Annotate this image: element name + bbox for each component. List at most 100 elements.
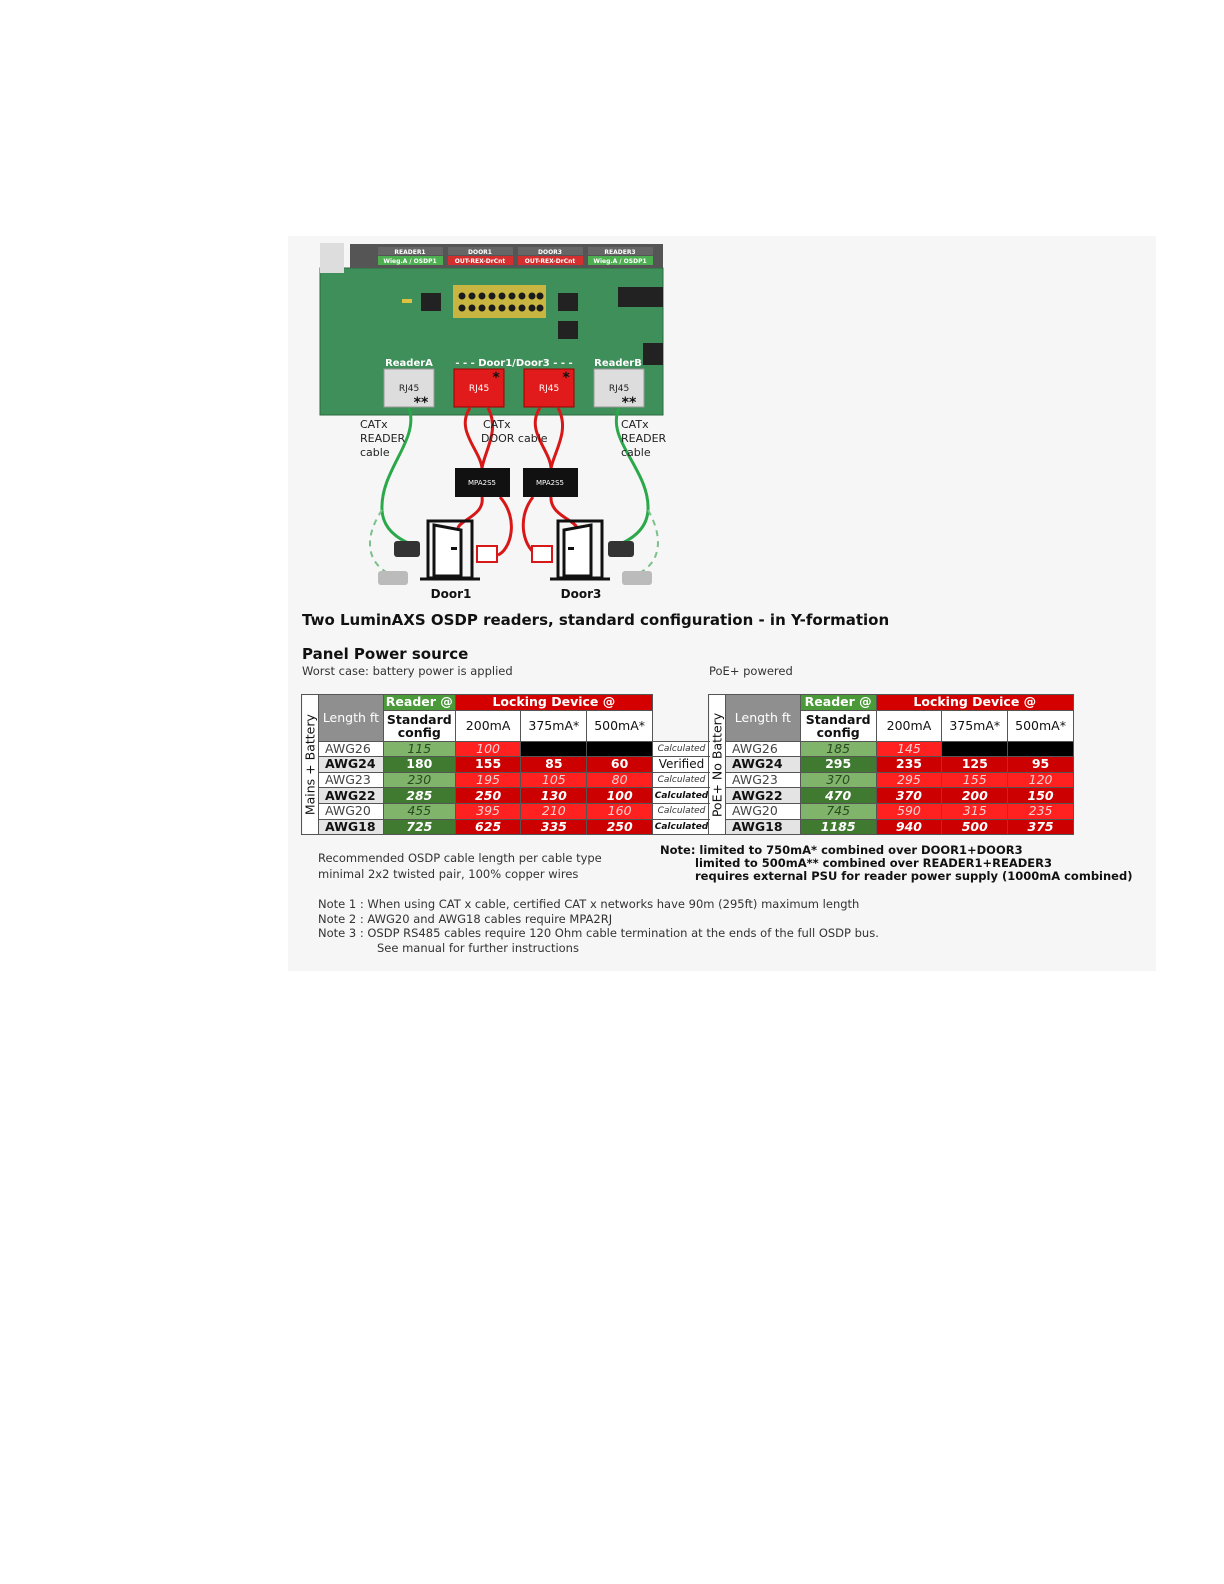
side-label-left: Mains + Battery <box>301 694 319 835</box>
power-note-3: requires external PSU for reader power s… <box>695 869 1133 883</box>
lock-header-right: Locking Device @ <box>875 694 1075 711</box>
reader-cell: 745 <box>799 802 877 820</box>
status-cell: Calculated <box>652 802 711 820</box>
header-pins <box>402 287 663 365</box>
note-3: Note 3 : OSDP RS485 cables require 120 O… <box>318 926 879 940</box>
cat-reader-left-1: CATx <box>360 418 388 431</box>
lock500-cell: 120 <box>1007 771 1074 789</box>
mpa-label-2: MPA2S5 <box>536 479 564 487</box>
reader-cell: 185 <box>799 740 877 758</box>
lock500-cell: 235 <box>1007 802 1074 820</box>
status-cell: Calculated <box>652 818 711 836</box>
mpa-label-1: MPA2S5 <box>468 479 496 487</box>
reader-cables <box>380 407 650 547</box>
lock500-cell: 375 <box>1007 818 1074 836</box>
ma200-header-left: 200mA <box>454 709 522 742</box>
gauge-cell: AWG22 <box>317 787 384 804</box>
cat-reader-right-3: cable <box>621 446 651 459</box>
status-cell: Calculated <box>652 740 711 758</box>
table-row: AWG18 725 625 335 250 Calculated <box>302 818 711 836</box>
note-2: Note 2 : AWG20 and AWG18 cables require … <box>318 912 613 926</box>
rj45-door1 <box>453 368 505 408</box>
gauge-cell: AWG24 <box>724 756 801 773</box>
door3-handle <box>568 547 574 550</box>
lock375-cell <box>941 740 1009 758</box>
lock375-cell: 500 <box>941 818 1009 836</box>
door-cables <box>456 407 579 557</box>
lock500-cell: 80 <box>586 771 653 789</box>
status-cell: Calculated <box>652 787 711 804</box>
note-3-continued: See manual for further instructions <box>377 941 579 955</box>
cat-reader-left-2: READER <box>360 432 406 445</box>
table-row: AWG23 370 295 155 120 <box>709 771 1074 789</box>
status-cell: Calculated <box>652 771 711 789</box>
reader-header-left: Reader @ <box>382 694 456 711</box>
reader-cell: 115 <box>382 740 456 758</box>
ma200-header-right: 200mA <box>875 709 943 742</box>
cat-reader-right-1: CATx <box>621 418 649 431</box>
lock375-cell: 315 <box>941 802 1009 820</box>
star-door3: * <box>562 370 570 386</box>
rj45-label-2: RJ45 <box>469 384 489 394</box>
length-header-left: Length ft <box>317 694 384 742</box>
length-header-right: Length ft <box>724 694 801 742</box>
lock375-cell <box>520 740 588 758</box>
door3-label: Door3 <box>561 587 602 601</box>
lock200-cell: 370 <box>875 787 943 804</box>
lock375-cell: 85 <box>520 756 588 773</box>
table-row: AWG26 115 100 Calculated <box>302 740 711 758</box>
lock500-cell <box>1007 740 1074 758</box>
reader-right-icon <box>608 541 634 557</box>
reader-cell: 455 <box>382 802 456 820</box>
door1-handle <box>451 547 457 550</box>
lock200-cell: 155 <box>454 756 522 773</box>
reader-cell: 180 <box>382 756 456 773</box>
gauge-cell: AWG26 <box>317 740 384 758</box>
lock500-cell: 250 <box>586 818 653 836</box>
star-door1: * <box>492 370 500 386</box>
cat-door-1: CATx <box>483 418 511 431</box>
cat-door-2: DOOR cable <box>481 432 548 445</box>
lock-right-icon <box>531 545 553 563</box>
terminal-label-1: READER1 <box>394 249 425 256</box>
mpa-module-1 <box>455 468 510 497</box>
star-reader-b: ** <box>622 395 637 411</box>
lock200-cell: 235 <box>875 756 943 773</box>
door1-label: Door1 <box>431 587 472 601</box>
wiring-diagram: READER1 DOOR1 DOOR3 READER3 Wieg.A / OSD… <box>319 243 667 601</box>
rj45-reader-b <box>593 368 645 408</box>
table-row: AWG22 285 250 130 100 Calculated <box>302 787 711 804</box>
mpa-module-2 <box>523 468 578 497</box>
side-label-right: PoE+ No Battery <box>708 694 726 835</box>
subtitle-right: PoE+ powered <box>709 664 793 678</box>
terminal-labels: READER1 DOOR1 DOOR3 READER3 Wieg.A / OSD… <box>378 247 653 265</box>
terminal-label-4: READER3 <box>604 249 635 256</box>
reader-cell: 470 <box>799 787 877 804</box>
lock500-cell: 95 <box>1007 756 1074 773</box>
lock200-cell: 625 <box>454 818 522 836</box>
lock500-cell: 150 <box>1007 787 1074 804</box>
table-row: AWG18 1185 940 500 375 <box>709 818 1074 836</box>
cable-length-table-poe: PoE+ No Battery Length ft Reader @ Locki… <box>708 694 1075 836</box>
subtitle-left: Worst case: battery power is applied <box>302 664 513 678</box>
gauge-cell: AWG23 <box>724 771 801 789</box>
ma500-header-right: 500mA* <box>1007 709 1074 742</box>
lock200-cell: 590 <box>875 802 943 820</box>
rj45-door3 <box>523 368 575 408</box>
table-row: AWG24 295 235 125 95 <box>709 756 1074 773</box>
terminal-sub-1: Wieg.A / OSDP1 <box>383 258 436 265</box>
lock375-cell: 155 <box>941 771 1009 789</box>
lock500-cell: 60 <box>586 756 653 773</box>
lock200-cell: 295 <box>875 771 943 789</box>
connector-block <box>453 285 546 318</box>
reader-cell: 1185 <box>799 818 877 836</box>
status-header-blank <box>653 695 711 742</box>
reader-cell: 725 <box>382 818 456 836</box>
lock375-cell: 130 <box>520 787 588 804</box>
power-note-1: Note: limited to 750mA* combined over DO… <box>660 843 1023 857</box>
config-header-left: Standard config <box>382 709 456 742</box>
rj45-label-1: RJ45 <box>399 384 419 394</box>
lock500-cell: 100 <box>586 787 653 804</box>
reader-a-label: ReaderA <box>385 358 433 369</box>
table-row: AWG26 185 145 <box>709 740 1074 758</box>
